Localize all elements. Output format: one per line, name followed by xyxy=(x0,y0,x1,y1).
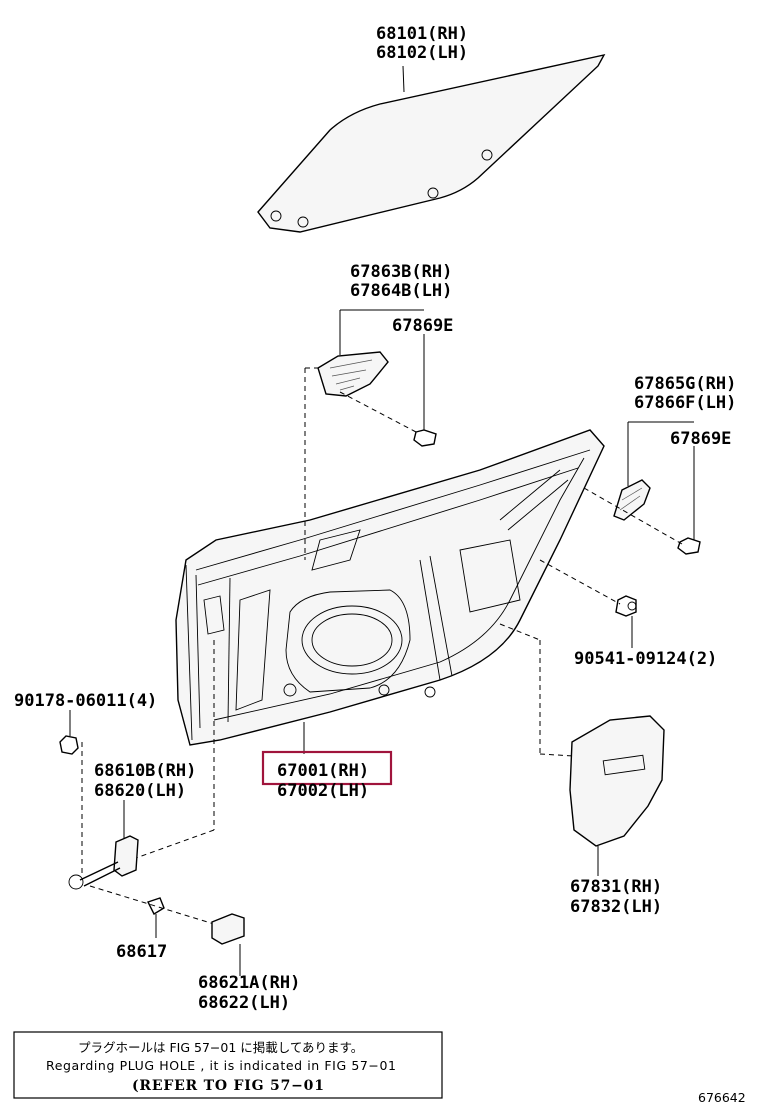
door-glass[interactable] xyxy=(257,53,606,233)
clip-top-label: 67869E xyxy=(392,316,453,336)
grommet-icon xyxy=(615,595,637,617)
note-en: Regarding PLUG HOLE , it is indicated in… xyxy=(46,1058,397,1073)
figure-id: 676642 xyxy=(698,1090,746,1105)
glass-label-lh: 68102(LH) xyxy=(376,43,468,63)
door-check-label-lh: 68620(LH) xyxy=(94,781,186,801)
reference-note-box xyxy=(13,1031,443,1099)
clip-icon xyxy=(413,429,437,447)
clip-right-label: 67869E xyxy=(670,429,731,449)
screw-label: 68617 xyxy=(116,942,167,962)
door-check-label-rh: 68610B(RH) xyxy=(94,761,196,781)
service-hole-cover-label-lh: 67832(LH) xyxy=(570,897,662,917)
hinge-cover-label-lh: 67864B(LH) xyxy=(350,281,452,301)
grommet-label: 90541-09124(2) xyxy=(574,649,717,669)
handle-bracket[interactable] xyxy=(613,479,651,521)
service-hole-cover[interactable] xyxy=(569,715,665,847)
glass-label-rh: 68101(RH) xyxy=(376,24,468,44)
handle-bracket-label-rh: 67865G(RH) xyxy=(634,374,736,394)
clip-icon xyxy=(677,537,701,555)
note-ref[interactable]: (REFER TO FIG 57−01 xyxy=(132,1078,325,1094)
door-panel-label-rh[interactable]: 67001(RH) xyxy=(277,761,369,781)
stopper-label-rh: 68621A(RH) xyxy=(198,973,300,993)
bolt-label: 90178-06011(4) xyxy=(14,691,157,711)
hinge-cover[interactable] xyxy=(317,351,389,397)
stopper-label-lh: 68622(LH) xyxy=(198,993,290,1013)
bolt-icon xyxy=(59,735,79,755)
handle-bracket-label-lh: 67866F(LH) xyxy=(634,393,736,413)
note-jp: プラグホールは FIG 57−01 に掲載してあります。 xyxy=(78,1040,363,1055)
highlight-box xyxy=(261,750,393,786)
service-hole-cover-label-rh: 67831(RH) xyxy=(570,877,662,897)
door-check[interactable] xyxy=(68,835,139,890)
hinge-cover-label-rh: 67863B(RH) xyxy=(350,262,452,282)
stopper[interactable] xyxy=(211,913,245,945)
door-panel[interactable] xyxy=(175,429,605,746)
door-panel-label-lh: 67002(LH) xyxy=(277,781,369,801)
screw-icon xyxy=(147,897,165,915)
